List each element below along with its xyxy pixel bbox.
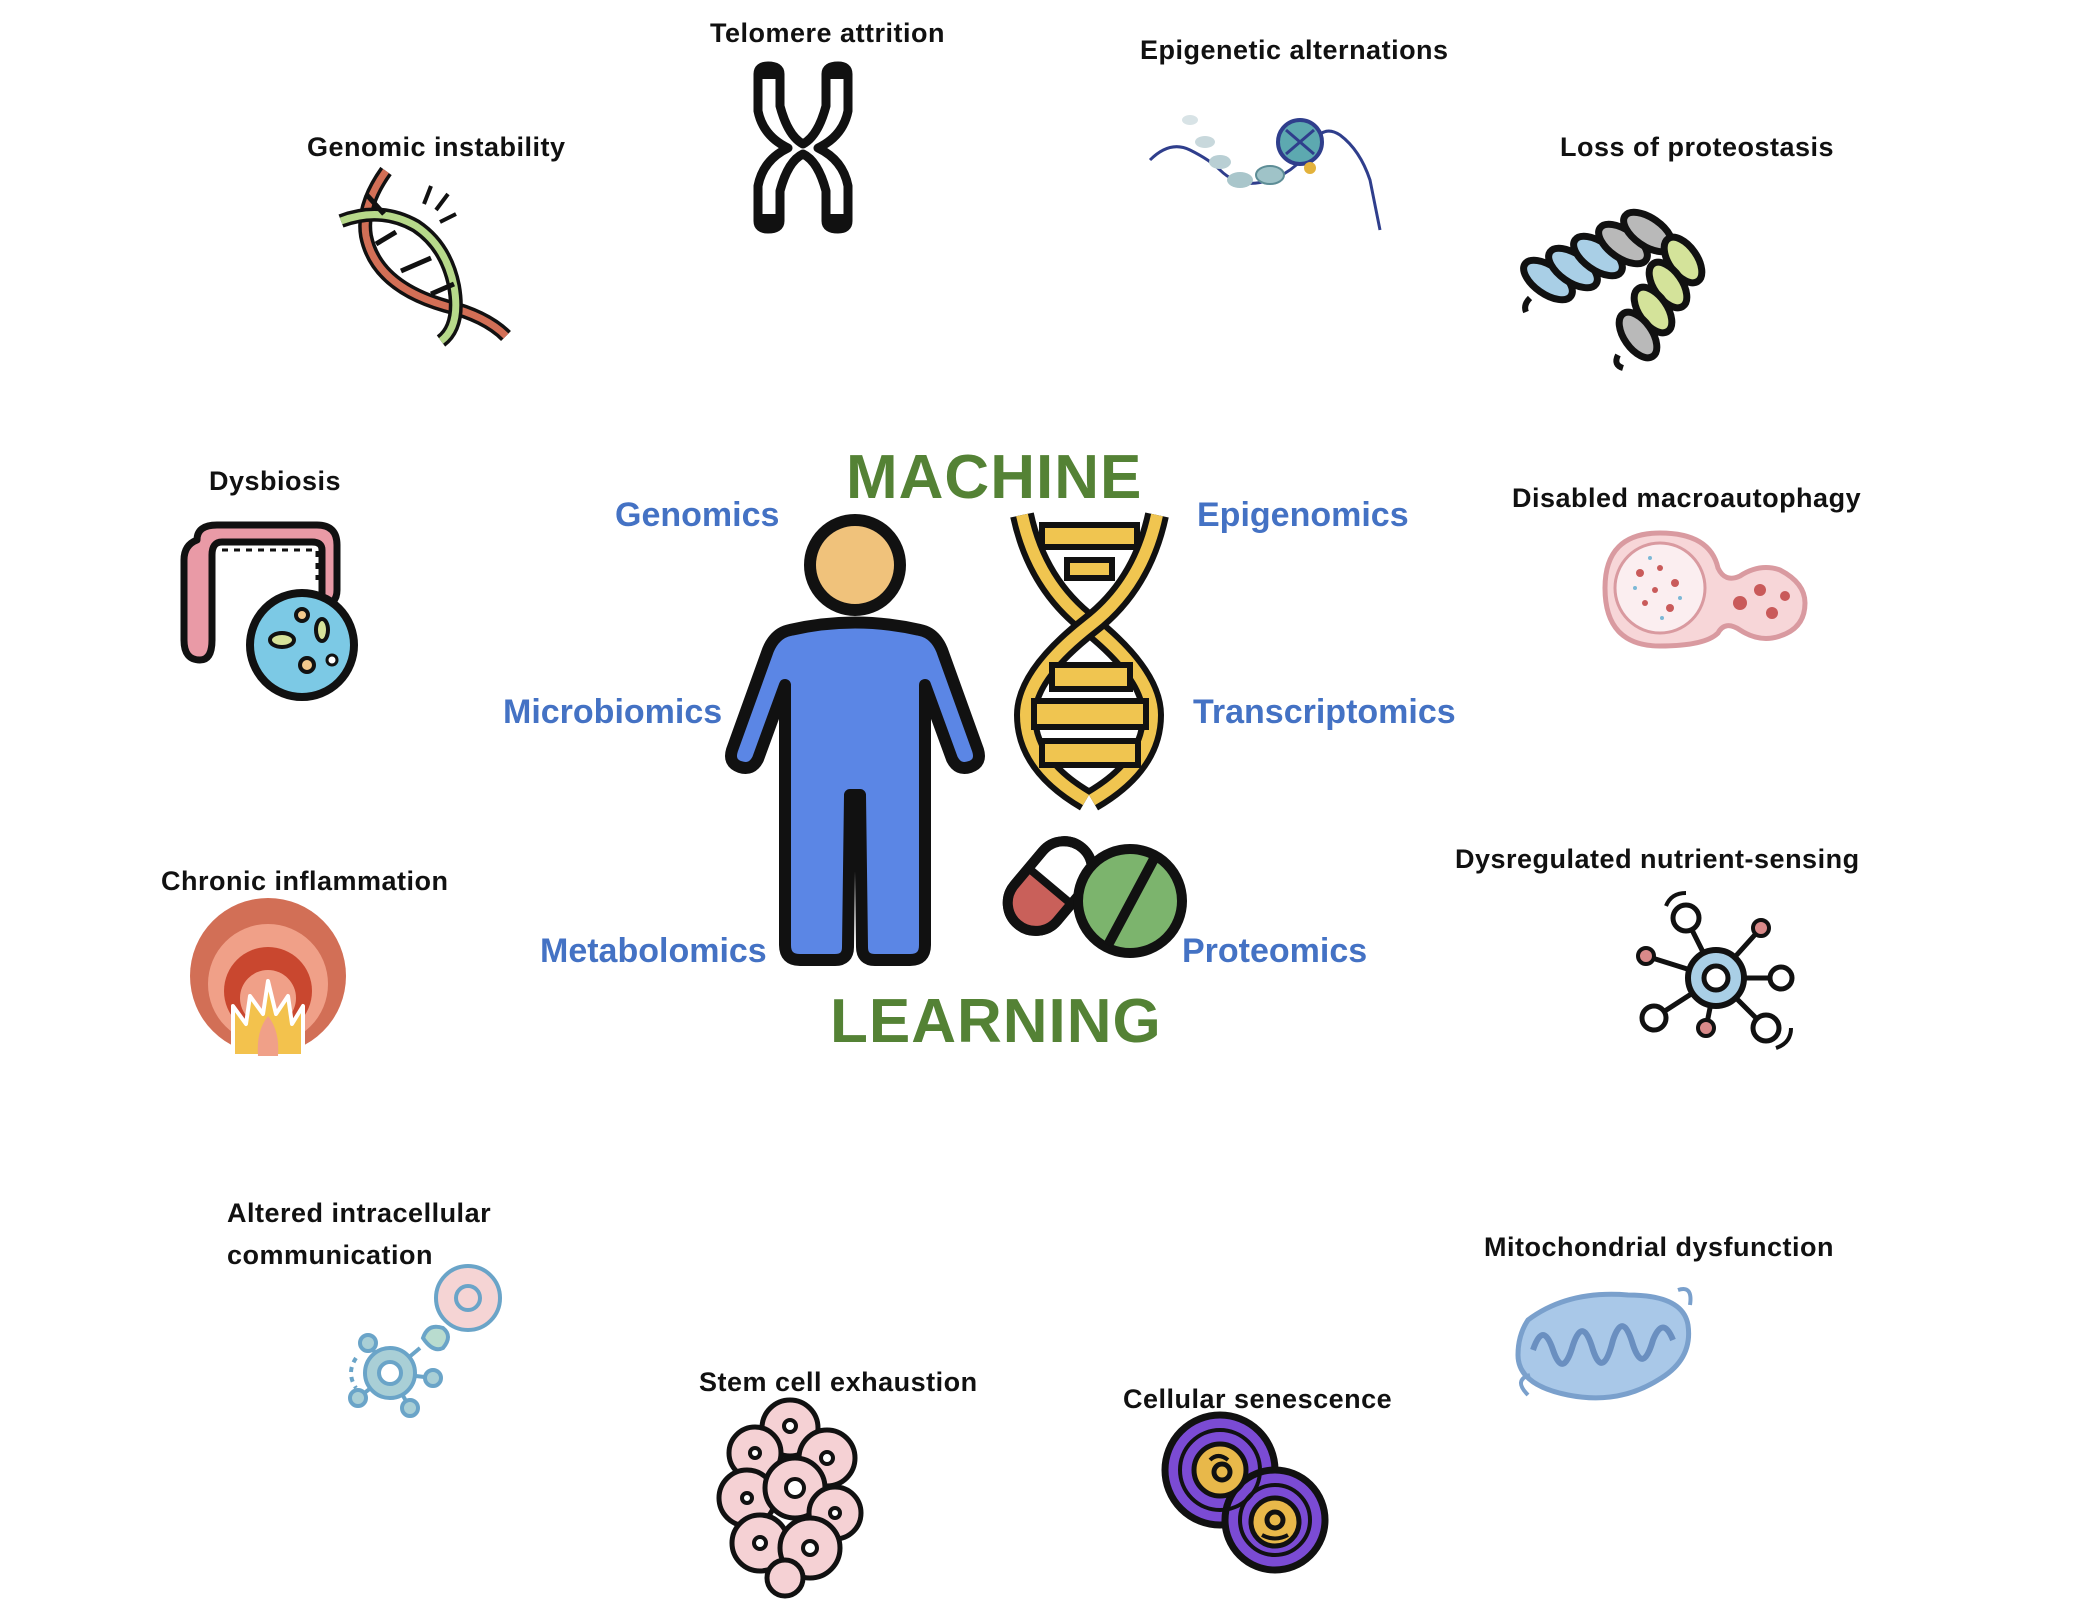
label-dysregulated-nutrient-sensing: Dysregulated nutrient-sensing [1455, 844, 1860, 874]
label-mitochondrial-dysfunction: Mitochondrial dysfunction [1484, 1232, 1834, 1262]
label-genomics: Genomics [615, 496, 780, 534]
label-metabolomics: Metabolomics [540, 932, 767, 970]
protein-helix-icon [1520, 208, 1706, 371]
label-dysbiosis: Dysbiosis [209, 466, 342, 496]
label-communication: communication [227, 1240, 434, 1270]
label-chronic-inflammation: Chronic inflammation [161, 866, 449, 896]
label-telomere-attrition: Telomere attrition [710, 18, 946, 48]
person-icon [725, 514, 985, 966]
chromosome-icon [753, 61, 853, 234]
pills-icon [1002, 836, 1187, 958]
label-disabled-macroautophagy: Disabled macroautophagy [1512, 483, 1862, 513]
label-altered-intracellular: Altered intracellular [227, 1198, 492, 1228]
title-learning: LEARNING [830, 987, 1162, 1056]
nucleosome-icon [1148, 115, 1382, 231]
stem-cell-cluster-icon [716, 1397, 864, 1599]
label-genomic-instability: Genomic instability [307, 132, 566, 162]
label-microbiomics: Microbiomics [503, 693, 723, 731]
senescent-cell-icon [1161, 1411, 1329, 1574]
title-machine: MACHINE [846, 443, 1143, 512]
label-cellular-senescence: Cellular senescence [1123, 1384, 1393, 1414]
inflammation-fire-icon [190, 898, 346, 1058]
label-epigenetic-alternations: Epigenetic alternations [1140, 35, 1449, 65]
label-transcriptomics: Transcriptomics [1193, 693, 1456, 731]
intestine-bacteria-icon [180, 521, 358, 701]
cell-signaling-icon [348, 1264, 502, 1418]
label-stem-cell-exhaustion: Stem cell exhaustion [699, 1367, 978, 1397]
autophagosome-icon [1602, 530, 1808, 649]
broken-dna-icon [338, 166, 511, 347]
dna-helix-icon [1010, 512, 1169, 811]
nutrient-receptor-icon [1636, 891, 1795, 1050]
label-loss-of-proteostasis: Loss of proteostasis [1560, 132, 1835, 162]
label-epigenomics: Epigenomics [1197, 496, 1409, 534]
label-proteomics: Proteomics [1182, 932, 1368, 970]
mitochondrion-icon [1515, 1287, 1693, 1401]
